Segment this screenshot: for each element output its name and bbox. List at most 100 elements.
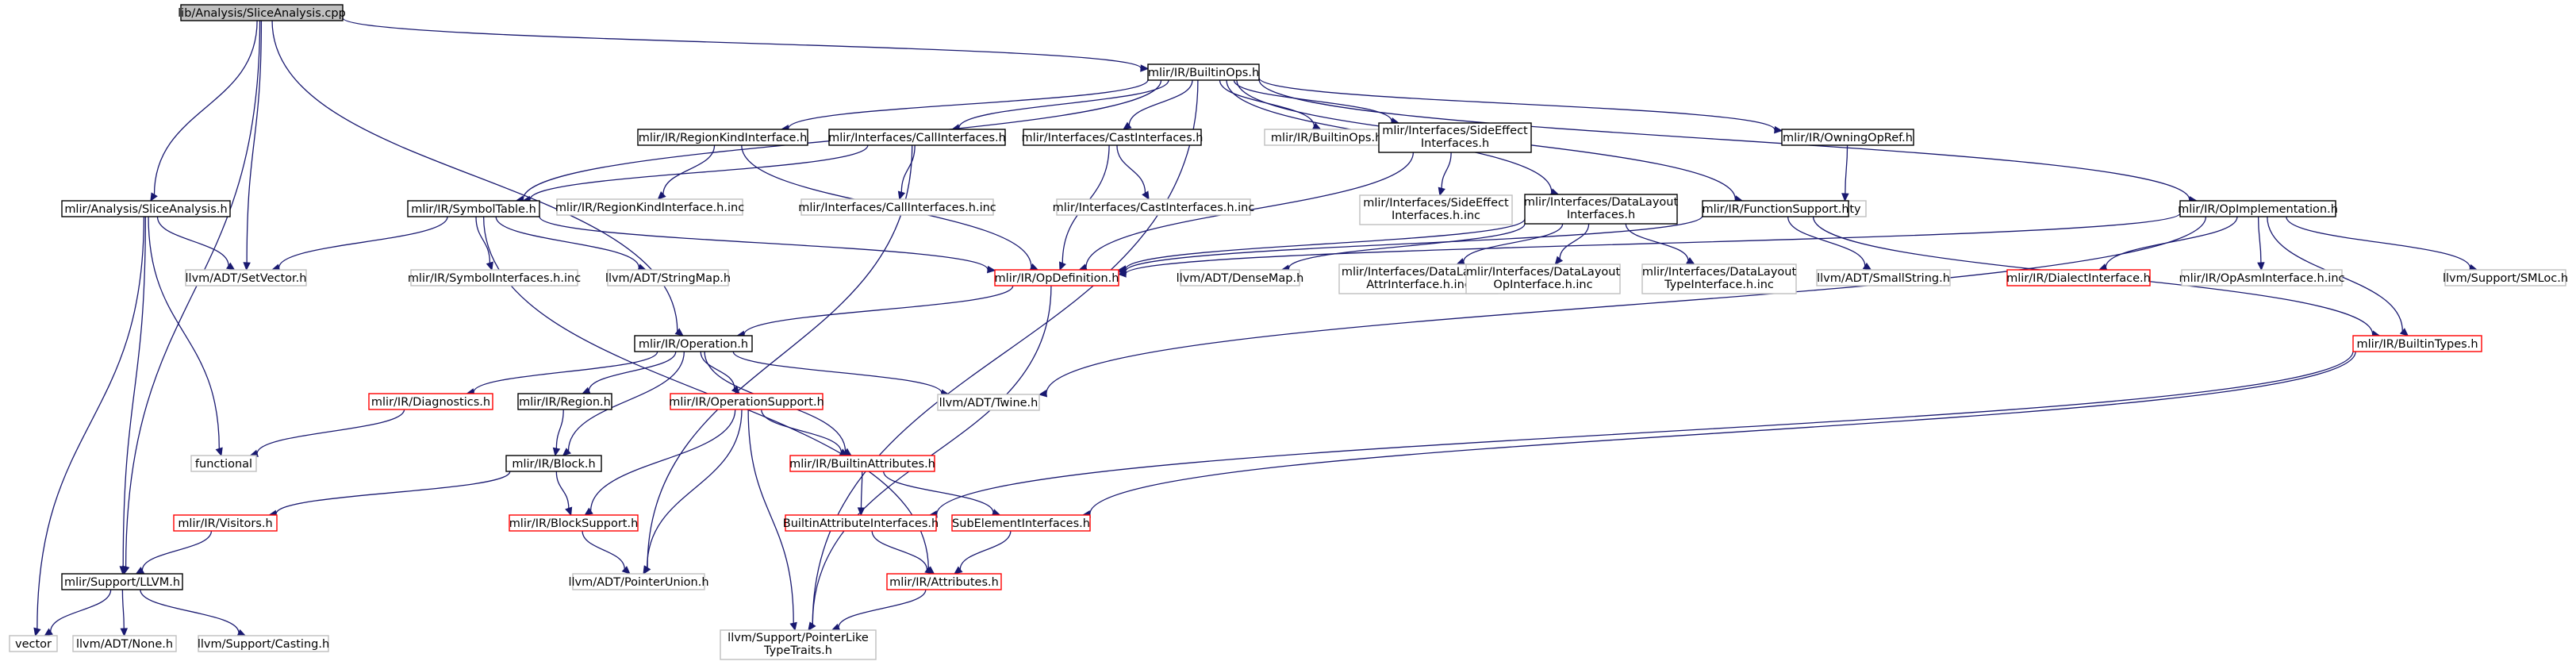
node-regionkind[interactable]: mlir/IR/RegionKindInterface.h — [637, 129, 808, 146]
edge-callif-to-callif_inc — [897, 144, 916, 201]
node-callif[interactable]: mlir/Interfaces/CallInterfaces.h — [828, 129, 1006, 146]
node-box — [407, 200, 540, 217]
node-label: llvm/Support/Casting.h — [198, 638, 329, 651]
edge-operation-to-region — [582, 351, 677, 394]
node-blocksupport[interactable]: mlir/IR/BlockSupport.h — [509, 514, 639, 532]
edge-line — [555, 409, 564, 449]
node-regionkind_inc: mlir/IR/RegionKindInterface.h.inc — [555, 198, 744, 216]
node-builtintypes[interactable]: mlir/IR/BuiltinTypes.h — [2352, 335, 2482, 352]
edge-line — [883, 471, 994, 513]
edge-arrowhead — [789, 621, 797, 632]
edge-line — [50, 589, 112, 632]
node-llvm_h[interactable]: mlir/Support/LLVM.h — [61, 573, 183, 590]
node-label: mlir/IR/Operation.h — [639, 338, 748, 351]
node-label-line2: OpInterface.h.inc — [1493, 279, 1592, 291]
node-label: llvm/ADT/StringMap.h — [605, 272, 731, 285]
edge-builtinattrs-to-builtinattrif — [857, 471, 866, 517]
node-label: llvm/ADT/DenseMap.h — [1177, 272, 1304, 285]
node-root[interactable]: lib/Analysis/SliceAnalysis.cpp — [178, 4, 346, 21]
node-slice_h[interactable]: mlir/Analysis/SliceAnalysis.h — [61, 200, 231, 217]
edge-sideeffect-to-sideeffect_inc — [1438, 152, 1452, 197]
edge-arrowhead — [1117, 270, 1127, 278]
edge-line — [122, 216, 147, 567]
edge-line — [732, 351, 942, 394]
node-box — [2181, 269, 2343, 286]
node-casting: llvm/Support/Casting.h — [198, 635, 329, 652]
edge-datalayout-to-dlop_inc — [1554, 223, 1590, 265]
node-castif[interactable]: mlir/Interfaces/CastInterfaces.h — [1022, 129, 1204, 146]
edge-region-to-block — [552, 409, 564, 457]
edge-line — [958, 79, 1169, 129]
node-dltype_inc: mlir/Interfaces/DataLayoutTypeInterface.… — [1641, 263, 1797, 294]
node-visitors[interactable]: mlir/IR/Visitors.h — [173, 514, 278, 532]
node-label: mlir/IR/RegionKindInterface.h.inc — [555, 202, 744, 214]
node-builtinattrs[interactable]: mlir/IR/BuiltinAttributes.h — [789, 455, 935, 472]
node-attributes[interactable]: mlir/IR/Attributes.h — [886, 573, 1002, 590]
edge-arrowhead — [1140, 64, 1150, 72]
node-dialectif[interactable]: mlir/IR/DialectInterface.h — [2006, 269, 2151, 286]
node-label: mlir/IR/Attributes.h — [889, 576, 999, 589]
node-opsupport[interactable]: mlir/IR/OperationSupport.h — [669, 393, 824, 410]
edge-line — [662, 144, 716, 194]
edge-line — [589, 409, 736, 511]
node-funcsupport[interactable]: mlir/IR/FunctionSupport.h — [1702, 200, 1849, 217]
node-box — [1147, 63, 1260, 81]
node-subelemif[interactable]: SubElementInterfaces.h — [951, 514, 1091, 532]
edge-line — [495, 216, 640, 268]
node-label: mlir/IR/SymbolTable.h — [411, 203, 536, 216]
node-label: llvm/ADT/None.h — [76, 638, 173, 651]
node-builtinops[interactable]: mlir/IR/BuiltinOps.h — [1147, 63, 1260, 81]
node-box — [368, 393, 493, 410]
edge-line — [529, 144, 869, 200]
node-box — [517, 393, 612, 410]
edge-line — [1845, 144, 1849, 194]
edge-root-to-slice_h — [150, 20, 258, 202]
edge-arrowhead — [897, 190, 906, 201]
node-box — [61, 200, 231, 217]
node-box — [1816, 269, 1951, 286]
node-block[interactable]: mlir/IR/Block.h — [505, 455, 602, 472]
edge-blocksupport-to-pointerunion — [582, 530, 631, 575]
node-opdef[interactable]: mlir/IR/OpDefinition.h — [994, 269, 1119, 286]
node-diagnostics[interactable]: mlir/IR/Diagnostics.h — [368, 393, 493, 410]
node-opimpl[interactable]: mlir/IR/OpImplementation.h — [2178, 200, 2338, 217]
edge-arrowhead — [44, 628, 53, 636]
node-builtinattrif[interactable]: BuiltinAttributeInterfaces.h — [783, 514, 939, 532]
node-label: functional — [195, 458, 252, 471]
edge-block-to-blocksupport — [555, 471, 573, 517]
edge-slice_h-to-vector — [33, 216, 145, 637]
edge-symboltable-to-stringmap — [495, 216, 647, 271]
node-region[interactable]: mlir/IR/Region.h — [517, 393, 612, 410]
node-operation[interactable]: mlir/IR/Operation.h — [634, 335, 753, 352]
node-box — [1378, 122, 1532, 153]
edge-line — [275, 471, 511, 514]
edge-line — [1787, 216, 1866, 267]
edge-attributes-to-pointerlike — [831, 589, 927, 631]
edge-arrowhead — [2257, 262, 2265, 271]
node-label: vector — [15, 638, 52, 651]
node-label: mlir/Interfaces/SideEffect — [1382, 125, 1528, 137]
edge-line — [1125, 213, 2181, 275]
node-owningopref[interactable]: mlir/IR/OwningOpRef.h — [1781, 129, 1914, 146]
node-smallstring: llvm/ADT/SmallString.h — [1816, 269, 1951, 286]
edge-line — [475, 216, 491, 263]
node-box — [789, 455, 935, 472]
edge-arrowhead — [243, 262, 251, 271]
edge-line — [959, 530, 1012, 570]
node-label: mlir/IR/BuiltinAttributes.h — [789, 458, 935, 471]
node-box — [1056, 198, 1251, 216]
edge-line — [1116, 144, 1146, 194]
node-symboltable[interactable]: mlir/IR/SymbolTable.h — [407, 200, 540, 217]
node-box — [2006, 269, 2151, 286]
edge-diagnostics-to-functional — [249, 409, 405, 457]
edge-builtinattrif-to-attributes — [871, 530, 934, 575]
edge-line — [1625, 223, 1689, 261]
node-label: SubElementInterfaces.h — [952, 517, 1090, 530]
node-box — [785, 514, 937, 532]
edge-symboltable-to-setvector — [271, 216, 448, 271]
node-label-line2: AttrInterface.h.inc — [1366, 279, 1471, 291]
node-twine: llvm/ADT/Twine.h — [937, 394, 1040, 411]
edge-operation-to-diagnostics — [466, 351, 658, 396]
